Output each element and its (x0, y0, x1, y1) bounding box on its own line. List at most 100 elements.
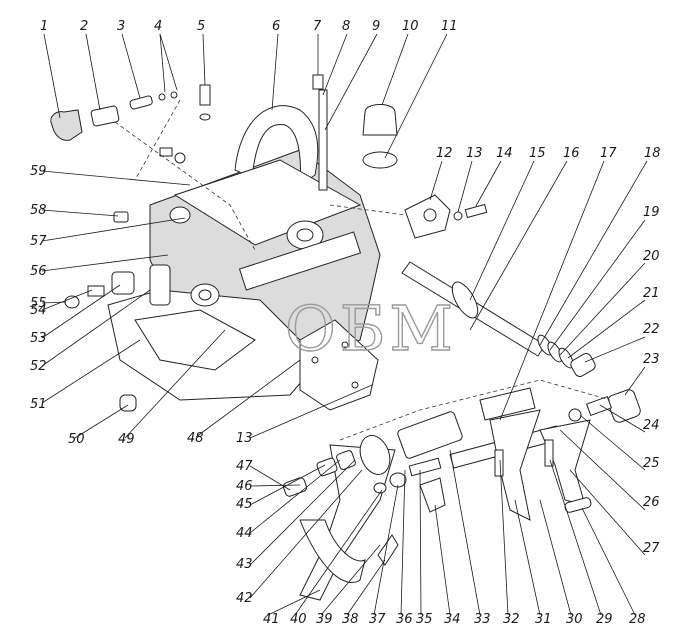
callout-19: 19 (643, 205, 660, 220)
leader-line-41 (294, 489, 383, 616)
leader-line-47 (249, 484, 301, 487)
boss-left-bore (198, 289, 212, 301)
callout-42: 42 (236, 591, 253, 606)
leader-line-58 (41, 254, 169, 272)
callout-5: 5 (197, 19, 205, 34)
spring-29 (544, 439, 554, 467)
callout-46: 46 (236, 479, 253, 494)
leader-line-33 (499, 459, 509, 616)
callout-8: 8 (342, 19, 350, 34)
callout-13-lower: 13 (236, 431, 253, 446)
callout-34: 34 (444, 612, 461, 627)
leader-line-17 (469, 160, 568, 331)
hidden-path-1 (114, 121, 256, 251)
callout-28: 28 (629, 612, 646, 627)
callout-47: 47 (236, 459, 253, 474)
callout-12: 12 (436, 146, 453, 161)
leader-line-44 (249, 459, 356, 566)
callout-48: 48 (187, 431, 204, 446)
cover-hole-3 (351, 381, 359, 389)
leader-line-39 (346, 559, 386, 616)
leader-line-29 (581, 507, 636, 616)
callout-54: 54 (30, 303, 47, 318)
cover-hole-1 (311, 356, 319, 364)
leader-line-54 (41, 289, 151, 367)
leader-line-45 (249, 459, 341, 534)
leader-line-56 (41, 289, 93, 311)
rib-rail (238, 231, 362, 291)
callout-38: 38 (342, 612, 359, 627)
callout-32: 32 (503, 612, 520, 627)
shaft-collar (451, 281, 479, 319)
callout-37: 37 (369, 612, 386, 627)
hidden-path-4 (339, 379, 611, 441)
leader-line-43 (249, 469, 363, 599)
leader-line-1 (43, 33, 61, 119)
washer-upper-left (174, 152, 186, 164)
leader-lines (41, 33, 648, 616)
bolt-5 (199, 84, 211, 106)
callout-25: 25 (643, 456, 660, 471)
leader-line-55 (41, 284, 121, 339)
callout-11: 11 (441, 19, 458, 34)
leader-line-51 (124, 329, 226, 439)
hidden-path-3 (329, 204, 406, 216)
valve-body (90, 105, 120, 127)
housing-33 (397, 411, 463, 459)
callout-20: 20 (643, 249, 660, 264)
callout-24: 24 (643, 418, 660, 433)
cap-22 (570, 353, 596, 377)
leader-line-50 (249, 384, 373, 439)
leader-line-28 (569, 469, 646, 556)
callout-58: 58 (30, 203, 47, 218)
leader-line-35 (434, 504, 451, 616)
leader-line-10 (324, 33, 378, 131)
leader-line-48 (249, 465, 291, 491)
boss-top-bore (296, 228, 314, 242)
callout-56: 56 (30, 264, 47, 279)
leader-line-23 (584, 336, 646, 363)
washer-13 (453, 211, 463, 221)
flange-12-bore (423, 208, 437, 222)
callout-55: 55 (30, 296, 47, 311)
leader-line-22 (567, 299, 646, 359)
callout-6: 6 (272, 19, 280, 34)
gasket-11 (362, 151, 398, 169)
leader-line-37 (400, 469, 406, 616)
callout-21: 21 (643, 286, 660, 301)
leader-line-3 (121, 33, 141, 99)
callout-26: 26 (643, 495, 660, 510)
leader-line-25 (599, 404, 646, 433)
shaft-assembly (401, 261, 596, 377)
leader-line-31 (539, 499, 572, 616)
callout-16: 16 (563, 146, 580, 161)
leader-line-16 (469, 160, 535, 301)
callout-7: 7 (313, 19, 322, 34)
watermark-text: ОБМ (285, 292, 457, 365)
leader-line-19 (539, 160, 648, 346)
top-right-parts (312, 74, 488, 239)
leader-line-57 (41, 301, 67, 304)
callout-30: 30 (566, 612, 583, 627)
pin-36 (408, 457, 442, 477)
plug-50 (119, 394, 137, 412)
sleeve-52 (149, 264, 171, 306)
leader-line-30 (549, 459, 602, 616)
leader-line-24 (624, 366, 646, 396)
leader-line-12 (384, 33, 448, 159)
cap-23 (607, 389, 641, 423)
side-cover (299, 319, 379, 411)
leader-line-42 (267, 589, 321, 616)
leader-line-27 (559, 429, 646, 511)
washer-5 (199, 113, 211, 121)
callout-31: 31 (535, 612, 552, 627)
callout-27: 27 (643, 541, 660, 556)
callout-51: 51 (30, 397, 47, 412)
callout-36: 36 (396, 612, 413, 627)
leader-line-18 (499, 160, 605, 421)
leader-line-60 (41, 209, 119, 217)
housing-assembly (107, 105, 381, 411)
callout-9: 9 (372, 19, 380, 34)
